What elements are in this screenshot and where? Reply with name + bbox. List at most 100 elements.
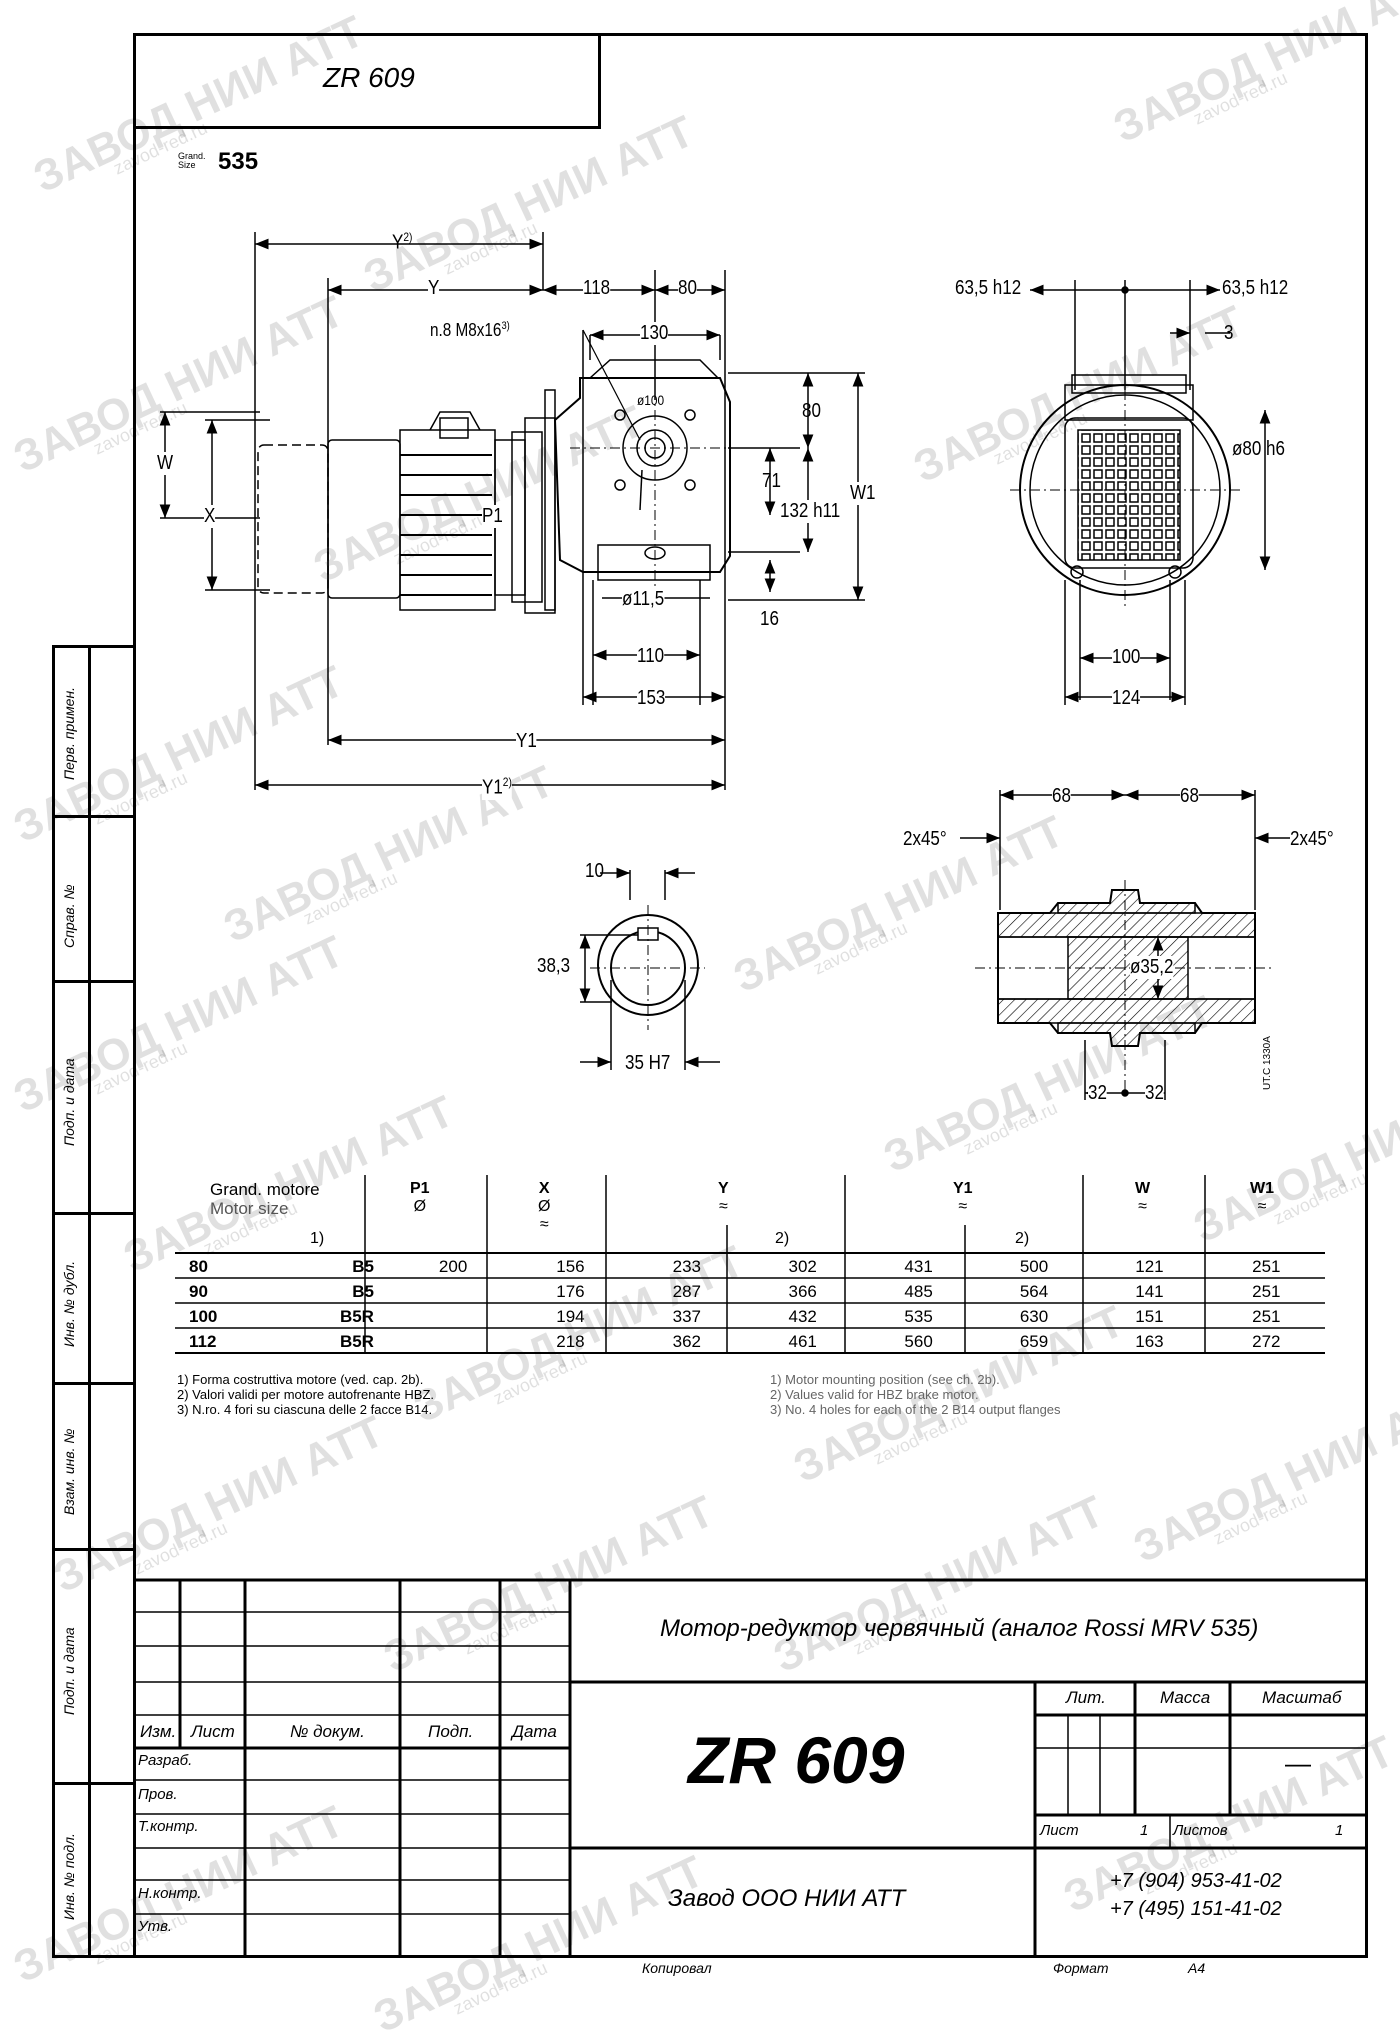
table-cell-y1_2: 659	[1019, 1331, 1049, 1351]
dim-124: 124	[1112, 687, 1141, 710]
dim-chamfer-right: 2x45°	[1290, 828, 1334, 850]
dim-phi35-2: ø35,2	[1130, 956, 1174, 979]
table-cell-w: 163	[1135, 1331, 1164, 1351]
table-cell-size: 112	[189, 1331, 217, 1351]
table-cell-y1_2: 630	[1019, 1306, 1049, 1326]
table-header-motor-note: 1)	[310, 1230, 325, 1247]
table-cell-y2: 366	[788, 1281, 817, 1301]
table-header-y-note: 2)	[775, 1230, 790, 1247]
scale-value: —	[1285, 1748, 1311, 1778]
table-header-y1-note: 2)	[1015, 1230, 1030, 1247]
table-cell-size: 100	[189, 1306, 218, 1326]
table-cell-w: 151	[1135, 1306, 1164, 1326]
dim-phi100: ø100	[637, 392, 665, 408]
title-row-label: Разраб.	[138, 1752, 193, 1769]
table-cell-w: 121	[1135, 1256, 1164, 1276]
table-header-motor: Grand. motore Motor size	[210, 1180, 320, 1218]
table-cell-x: 218	[556, 1331, 585, 1351]
side-cell-divider	[52, 1382, 133, 1385]
label-masshtab: Масштаб	[1262, 1688, 1342, 1707]
label-copied: Копировал	[642, 1960, 712, 1976]
table-cell-w1: 251	[1252, 1256, 1281, 1276]
side-cell-divider	[52, 1212, 133, 1215]
title-row-label: Пров.	[138, 1786, 178, 1803]
dim-w: W	[157, 452, 174, 475]
table-cell-form: B5	[352, 1281, 374, 1301]
dim-x: X	[204, 505, 216, 528]
dim-p1: P1	[482, 505, 503, 528]
table-cell-form: B5R	[339, 1331, 374, 1351]
table-cell-y1_2: 500	[1019, 1256, 1049, 1276]
dim-phi11-5: ø11,5	[622, 588, 665, 611]
col-list: Лист	[191, 1722, 235, 1741]
table-cell-y2: 432	[788, 1306, 817, 1326]
table-cell-y2: 302	[788, 1256, 817, 1276]
table-cell-form: B5	[352, 1256, 374, 1276]
table-cell-size: 90	[189, 1281, 208, 1301]
dim-68-right: 68	[1180, 785, 1199, 808]
dim-100-front: 100	[1112, 646, 1141, 669]
col-izm: Изм.	[140, 1722, 177, 1741]
table-cell-y1: 560	[904, 1331, 933, 1351]
side-cell-divider	[52, 1548, 133, 1551]
table-cell-w1: 251	[1252, 1306, 1281, 1326]
grand-size-value: 535	[218, 148, 259, 175]
side-stamp-column	[52, 645, 133, 1958]
notes-italian: 1) Forma costruttiva motore (ved. cap. 2…	[177, 1372, 434, 1417]
dim-63-5-left: 63,5 h12	[955, 277, 1022, 299]
dim-32-left: 32	[1088, 1082, 1107, 1105]
phone-2: +7 (495) 151-41-02	[1110, 1898, 1282, 1920]
format-value: A4	[1188, 1960, 1206, 1976]
table-cell-y: 287	[672, 1281, 701, 1301]
dim-chamfer-left: 2x45°	[903, 828, 947, 850]
dim-32-right: 32	[1145, 1082, 1164, 1105]
drawing-code: UT.C 1330A	[1262, 1036, 1273, 1090]
header-box	[133, 33, 601, 129]
dim-10: 10	[585, 860, 604, 882]
dim-phi80: ø80 h6	[1232, 438, 1285, 460]
title-row-label: Т.контр.	[138, 1818, 199, 1835]
label-massa: Масса	[1160, 1688, 1211, 1707]
table-cell-form: B5R	[339, 1306, 374, 1326]
side-stamp-divider	[88, 645, 91, 1958]
table-cell-w1: 251	[1252, 1281, 1281, 1301]
side-cell-divider	[52, 815, 133, 818]
side-cell-divider	[52, 1782, 133, 1785]
dim-3: 3	[1224, 322, 1234, 344]
col-podp: Подп.	[428, 1722, 474, 1741]
dim-68-left: 68	[1052, 785, 1071, 808]
dim-35-h7: 35 H7	[625, 1052, 671, 1075]
dim-130: 130	[640, 322, 669, 345]
dim-y1-2: Y12)	[482, 775, 512, 800]
dim-w1: W1	[850, 482, 876, 505]
grand-size-label-2: Size	[178, 160, 196, 170]
notes-english: 1) Motor mounting position (see ch. 2b).…	[770, 1372, 1061, 1417]
title-row-label: Н.контр.	[138, 1885, 202, 1902]
table-header-w: W≈	[1135, 1180, 1151, 1215]
table-cell-x: 156	[556, 1256, 585, 1276]
table-cell-y: 337	[672, 1306, 701, 1326]
table-cell-p1	[394, 1304, 512, 1329]
phone-1: +7 (904) 953-41-02	[1110, 1870, 1282, 1892]
dim-80-right: 80	[802, 400, 821, 422]
table-cell-p1	[394, 1329, 512, 1354]
grand-size: Grand. Size	[178, 152, 206, 170]
table-cell-y1: 535	[904, 1306, 933, 1326]
dim-118: 118	[583, 277, 611, 300]
dim-80-top: 80	[678, 277, 697, 300]
table-cell-p1: 200	[438, 1256, 468, 1276]
table-cell-p1	[394, 1279, 512, 1304]
dim-y1: Y1	[516, 730, 537, 753]
table-cell-w1: 272	[1252, 1331, 1281, 1351]
table-cell-y1_2: 564	[1019, 1281, 1049, 1301]
dim-110: 110	[637, 645, 665, 668]
list-value: 1	[1140, 1822, 1149, 1839]
grand-size-label-1: Grand.	[178, 151, 206, 161]
side-cell-divider	[52, 980, 133, 983]
table-header-y: Y≈	[718, 1180, 729, 1215]
